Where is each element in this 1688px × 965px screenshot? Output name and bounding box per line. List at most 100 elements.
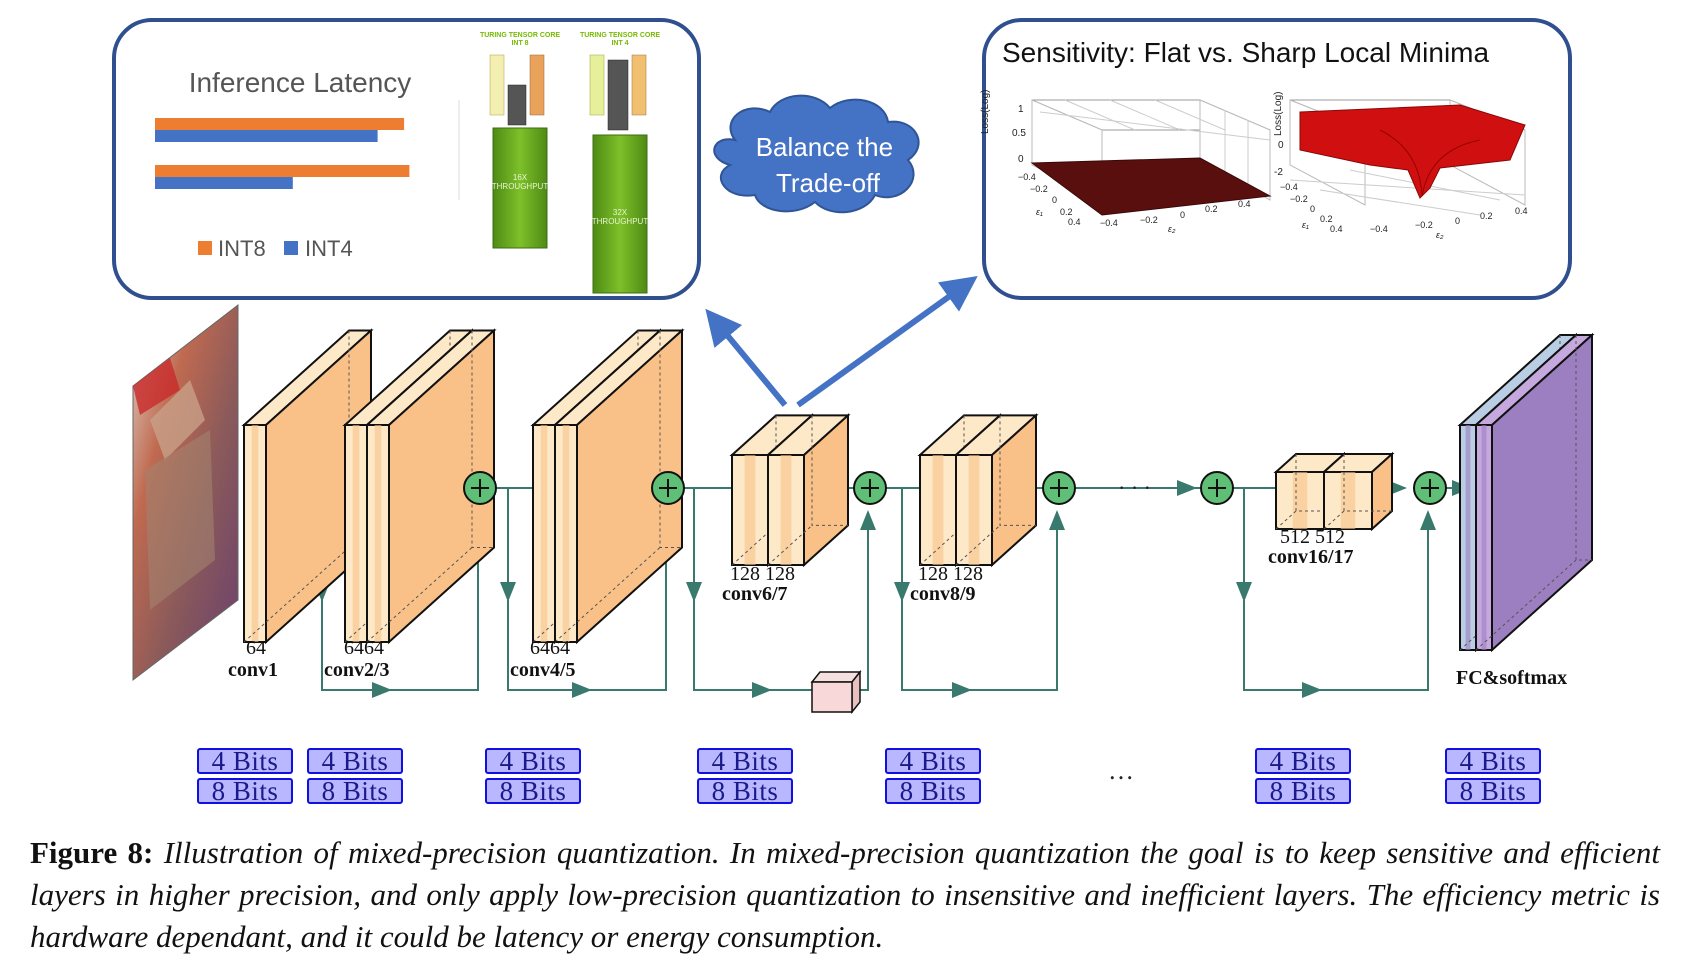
caption-text: Illustration of mixed-precision quantiza… (30, 835, 1661, 954)
legend-label-int4: INT4 (305, 236, 353, 261)
add-node (463, 471, 497, 505)
int8-green-stack (492, 127, 548, 249)
int8-top-cubes (489, 54, 545, 126)
add-node (1413, 471, 1447, 505)
figure-caption: Figure 8: Illustration of mixed-precisio… (30, 832, 1660, 958)
svg-text:0: 0 (1455, 216, 1460, 226)
bits-option-4[interactable]: 4 Bits (697, 748, 793, 775)
layer-name-conv4: conv4/5 (510, 659, 576, 681)
svg-text:0.2: 0.2 (1480, 211, 1493, 221)
bits-option-4[interactable]: 4 Bits (485, 748, 581, 775)
svg-text:−0.2: −0.2 (1140, 215, 1158, 225)
bits-option-4[interactable]: 4 Bits (1255, 748, 1351, 775)
latency-bars (155, 118, 410, 189)
svg-text:0.2: 0.2 (1060, 207, 1073, 217)
int4-green-stack (592, 134, 648, 294)
layer-block-conv5 (552, 328, 685, 645)
layer-channels-conv1: 64 (246, 637, 266, 659)
add-node (1042, 471, 1076, 505)
bits-option-8[interactable]: 8 Bits (485, 778, 581, 805)
add-node (651, 471, 685, 505)
layer-block-conv3 (364, 328, 497, 645)
flat-ztick-1: 1 (1018, 104, 1024, 115)
sharp-minima-plot: Loss(Log) 0 -2 −0.4−0.20 0.20.4 −0.4−0.2… (1273, 92, 1528, 240)
svg-text:−0.4: −0.4 (1100, 218, 1118, 228)
svg-text:0.4: 0.4 (1238, 199, 1251, 209)
layer-block-conv7 (765, 413, 851, 568)
svg-text:−0.4: −0.4 (1370, 224, 1388, 234)
flat-ztick-2: 0.5 (1012, 128, 1026, 139)
layers (241, 328, 1595, 653)
flat-zlabel: Loss(Log) (980, 90, 991, 134)
svg-text:−0.2: −0.2 (1290, 194, 1308, 204)
int4-top-cubes (589, 54, 647, 131)
svg-text:0.2: 0.2 (1320, 214, 1333, 224)
layer-name-fc: FC&softmax (1456, 667, 1567, 689)
layer-channels-conv16: 512 512 (1280, 526, 1345, 548)
svg-text:0.4: 0.4 (1068, 217, 1081, 227)
layer-name-conv2: conv2/3 (324, 659, 390, 681)
flat-ztick-3: 0 (1018, 154, 1024, 165)
add-nodes (463, 471, 1447, 505)
flat-minima-plot: Loss(Log) 1 0.5 0 −0.4−0.20 0.20.4 −0.4−… (980, 90, 1272, 234)
sharp-ztick-1: 0 (1278, 140, 1284, 151)
add-node (1200, 471, 1234, 505)
bits-option-4[interactable]: 4 Bits (307, 748, 403, 775)
layer-channels-conv4: 6464 (530, 637, 570, 659)
legend-label-int8: INT8 (218, 236, 266, 261)
bits-option-8[interactable]: 8 Bits (1255, 778, 1351, 805)
svg-text:ε₁: ε₁ (1036, 207, 1043, 217)
sharp-zlabel: Loss(Log) (1273, 92, 1284, 136)
svg-text:0.2: 0.2 (1205, 204, 1218, 214)
sensitivity-arrows (705, 276, 978, 408)
latency-bar-int8 (155, 118, 405, 130)
sensitivity-title: Sensitivity: Flat vs. Sharp Local Minima (1002, 37, 1489, 68)
svg-text:0: 0 (1052, 195, 1057, 205)
layer-channels-conv8: 128 128 (918, 563, 983, 585)
legend-swatch-int4 (284, 241, 298, 255)
latency-bar-int4 (155, 177, 293, 189)
latency-bar-int4 (155, 130, 378, 142)
bits-ellipsis: … (1108, 756, 1134, 785)
caption-label: Figure 8: (30, 835, 154, 870)
sharp-ztick-2: -2 (1274, 167, 1283, 178)
latency-bar-int8 (155, 165, 410, 177)
latency-title: Inference Latency (189, 67, 412, 98)
bits-option-4[interactable]: 4 Bits (1445, 748, 1541, 775)
layer-block-conv17 (1321, 451, 1395, 532)
bits-option-8[interactable]: 8 Bits (885, 778, 981, 805)
svg-text:−0.4: −0.4 (1018, 172, 1036, 182)
layer-name-conv1: conv1 (228, 659, 278, 681)
balance-text: Balance the Trade-off (756, 132, 901, 198)
balance-cloud: Balance the Trade-off (713, 94, 920, 214)
bits-option-8[interactable]: 8 Bits (197, 778, 293, 805)
bits-option-4[interactable]: 4 Bits (885, 748, 981, 775)
trunk-ellipsis: · · · (1118, 475, 1151, 500)
bits-option-4[interactable]: 4 Bits (197, 748, 293, 775)
layer-name-conv6: conv6/7 (722, 583, 788, 605)
bits-option-8[interactable]: 8 Bits (307, 778, 403, 805)
svg-text:0: 0 (1180, 210, 1185, 220)
bits-option-8[interactable]: 8 Bits (1445, 778, 1541, 805)
add-node (853, 471, 887, 505)
svg-text:0.4: 0.4 (1330, 224, 1343, 234)
bits-option-8[interactable]: 8 Bits (697, 778, 793, 805)
svg-text:0.4: 0.4 (1515, 206, 1528, 216)
svg-text:0: 0 (1310, 204, 1315, 214)
latency-panel: Inference Latency INT8 INT4 TURING TENSO… (112, 18, 701, 300)
latency-legend: INT8 INT4 (198, 236, 353, 261)
input-image (132, 303, 239, 682)
sensitivity-panel: Sensitivity: Flat vs. Sharp Local Minima… (980, 18, 1572, 300)
svg-text:−0.2: −0.2 (1030, 184, 1048, 194)
svg-text:ε₂: ε₂ (1436, 230, 1444, 240)
svg-text:ε₁: ε₁ (1302, 220, 1309, 230)
